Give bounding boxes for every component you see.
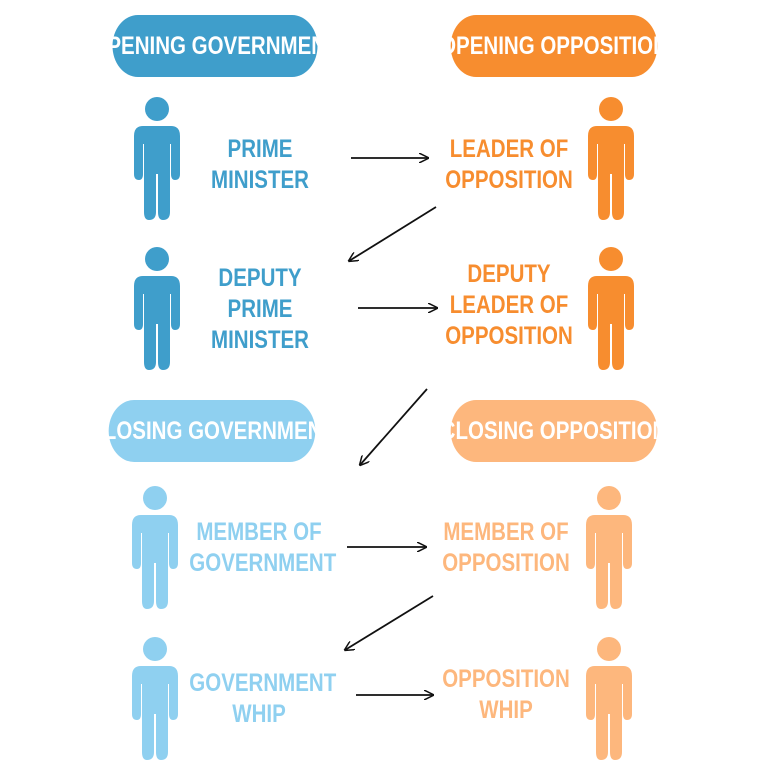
person-icon: [134, 97, 180, 220]
role-member-of-opposition: MEMBER OF OPPOSITION: [436, 517, 575, 579]
role-deputy-leader-of-opposition: DEPUTY LEADER OF OPPOSITION: [439, 259, 578, 352]
person-icon: [588, 97, 634, 220]
role-deputy-prime-minister: DEPUTY PRIME MINISTER: [190, 263, 329, 356]
role-prime-minister: PRIME MINISTER: [190, 134, 329, 196]
arrow-mo-to-gw: [345, 595, 434, 650]
person-icon: [586, 486, 632, 609]
role-opposition-whip: OPPOSITION WHIP: [436, 664, 575, 726]
closing-government-label: CLOSING GOVERNMENT: [89, 416, 336, 445]
role-line: WHIP: [479, 696, 533, 724]
opening-government-header: OPENING GOVERNMENT: [91, 15, 339, 77]
closing-opposition-label: CLOSING OPPOSITION: [440, 416, 668, 445]
role-line: OPPOSITION: [442, 549, 570, 577]
role-member-of-government: MEMBER OF GOVERNMENT: [189, 517, 337, 579]
person-icon: [132, 486, 178, 609]
closing-government-header: CLOSING GOVERNMENT: [89, 400, 335, 462]
role-line: GOVERNMENT: [189, 549, 337, 577]
role-government-whip: GOVERNMENT WHIP: [189, 668, 337, 730]
role-line: DEPUTY: [218, 264, 302, 292]
role-line: LEADER OF: [449, 135, 569, 163]
role-line: OPPOSITION: [442, 665, 570, 693]
role-line: MINISTER: [211, 326, 309, 354]
role-line: LEADER OF: [449, 291, 569, 319]
opening-opposition-label: OPENING OPPOSITION: [440, 31, 668, 60]
role-line: MINISTER: [211, 166, 309, 194]
person-icon: [134, 247, 180, 370]
opening-opposition-header: OPENING OPPOSITION: [440, 15, 668, 77]
closing-opposition-header: CLOSING OPPOSITION: [441, 400, 667, 462]
role-line: PRIME: [227, 295, 293, 323]
role-leader-of-opposition: LEADER OF OPPOSITION: [439, 134, 578, 196]
role-line: GOVERNMENT: [189, 669, 337, 697]
opening-government-label: OPENING GOVERNMENT: [91, 31, 339, 60]
person-icon: [132, 637, 178, 760]
arrow-lo-to-dpm: [349, 206, 437, 261]
role-line: DEPUTY: [467, 260, 551, 288]
role-line: OPPOSITION: [445, 322, 573, 350]
person-icon: [586, 637, 632, 760]
arrow-dlo-to-mg: [360, 388, 428, 465]
role-line: OPPOSITION: [445, 166, 573, 194]
person-icon: [588, 247, 634, 370]
role-line: PRIME: [227, 135, 293, 163]
role-line: WHIP: [232, 700, 286, 728]
role-line: MEMBER OF: [443, 518, 569, 546]
role-line: MEMBER OF: [196, 518, 322, 546]
